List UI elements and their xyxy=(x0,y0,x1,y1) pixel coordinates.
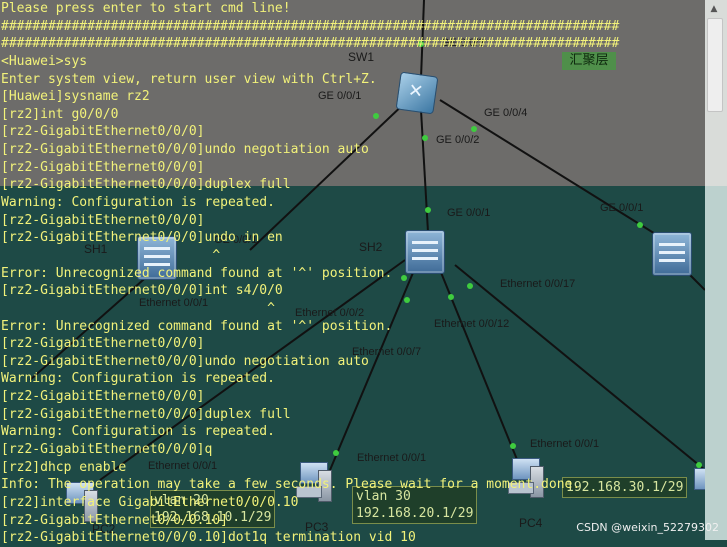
port-label: Ethernet 0/0/12 xyxy=(434,318,510,330)
ip-annotation-pc3: vlan 30 192.168.20.1/29 xyxy=(352,486,478,524)
port-dot xyxy=(696,462,702,468)
device-label-pc-left: PC2 xyxy=(92,522,116,536)
port-dot xyxy=(422,135,428,141)
link-sw1-sh1 xyxy=(249,99,409,251)
port-dot xyxy=(467,283,473,289)
topology-links xyxy=(29,0,705,481)
ip-annotation-pc4: 192.168.30.1/29 xyxy=(562,477,688,498)
port-dot xyxy=(373,113,379,119)
scrollbar-track-lower xyxy=(705,186,727,540)
link-right-down xyxy=(689,274,705,291)
port-dot xyxy=(425,207,431,213)
port-dot xyxy=(333,450,339,456)
pc3-computer[interactable] xyxy=(296,462,332,502)
link-sw1-right xyxy=(439,99,666,241)
port-label: Ethernet 0/0/1 xyxy=(139,297,209,309)
scrollbar-thumb[interactable] xyxy=(707,18,723,112)
port-label: Ethernet 0/0/17 xyxy=(500,278,576,290)
port-label: GE 0/0/3 xyxy=(441,37,485,49)
aggregation-layer-region xyxy=(0,0,705,186)
device-label-sh2: SH2 xyxy=(359,240,383,254)
link-sh2-eth17 xyxy=(454,264,705,471)
access-switch-sh1[interactable] xyxy=(137,236,177,280)
port-dot xyxy=(637,222,643,228)
port-label: GE 0/0/1 xyxy=(318,90,362,102)
keyboard-icon xyxy=(296,486,322,498)
port-dot xyxy=(404,297,410,303)
ip-text: 192.168.20.1/29 xyxy=(356,506,474,521)
scroll-up-arrow-icon[interactable]: ▲ xyxy=(710,4,718,14)
port-label: Ethernet 0/0/1 xyxy=(530,438,600,450)
watermark: CSDN @weixin_52279302 xyxy=(576,521,719,534)
port-label: GE 0/0/1 xyxy=(600,202,644,214)
ip-text: 192.168.30.1/29 xyxy=(566,480,684,495)
port-label: Ethernet 0/0/1 xyxy=(148,460,218,472)
port-label: GE 0/0/1 xyxy=(214,234,258,246)
link-sh1-pc-left xyxy=(29,264,161,381)
port-label: GE 0/0/2 xyxy=(436,134,480,146)
keyboard-icon xyxy=(508,482,534,494)
link-sh2-eth2 xyxy=(99,259,406,481)
pc4-computer[interactable] xyxy=(508,458,544,498)
core-switch-sw1[interactable] xyxy=(395,71,439,115)
vlan-text: vlan 20 xyxy=(154,493,209,508)
device-label-sw1: SW1 xyxy=(348,50,375,64)
port-label: Ethernet 0/0/7 xyxy=(352,346,422,358)
port-label: Ethernet 0/0/2 xyxy=(295,307,365,319)
port-label: Ethernet 0/0/1 xyxy=(357,452,427,464)
pc-left-computer[interactable] xyxy=(62,482,98,522)
zone-label-aggregation: 汇聚层 xyxy=(562,52,616,70)
port-dot xyxy=(448,294,454,300)
link-sw1-sh2 xyxy=(420,109,429,233)
device-label-sh1: SH1 xyxy=(84,242,108,256)
link-sh2-eth12 xyxy=(439,269,519,463)
port-dot xyxy=(510,443,516,449)
port-dot xyxy=(401,275,407,281)
port-dot xyxy=(471,126,477,132)
link-sw1-uplink xyxy=(420,0,425,79)
port-label: GE 0/0/1 xyxy=(447,207,491,219)
ip-text: 192.168.10.1/29 xyxy=(154,510,272,525)
access-switch-sh2[interactable] xyxy=(405,230,445,274)
device-label-pc3: PC3 xyxy=(305,520,329,534)
link-sh2-eth7 xyxy=(329,267,416,471)
access-switch-right[interactable] xyxy=(652,232,692,276)
vlan-text: vlan 30 xyxy=(356,489,411,504)
tower-icon xyxy=(84,490,98,522)
port-dot xyxy=(418,41,424,47)
device-label-pc4: PC4 xyxy=(519,516,543,530)
port-label: GE 0/0/4 xyxy=(484,107,528,119)
ip-annotation-pc-left: vlan 20 192.168.10.1/29 xyxy=(150,490,276,528)
